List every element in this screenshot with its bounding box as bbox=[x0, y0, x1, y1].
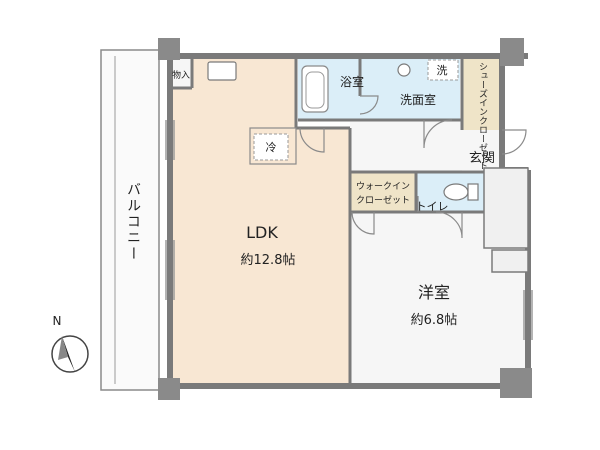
bath-door bbox=[359, 95, 379, 115]
toilet-label: トイレ bbox=[416, 200, 449, 213]
walkin-door bbox=[351, 211, 375, 235]
column-bottom-right bbox=[500, 368, 532, 398]
column-right-upper bbox=[483, 167, 529, 249]
column-bottom-left bbox=[158, 378, 180, 400]
column-top-right bbox=[500, 38, 524, 66]
kitchen-sink bbox=[207, 61, 237, 81]
washroom-door bbox=[423, 119, 453, 149]
compass-needle bbox=[62, 336, 75, 372]
column-top-left bbox=[158, 38, 180, 60]
entrance-label: 玄関 bbox=[469, 151, 495, 166]
compass: N bbox=[51, 314, 89, 373]
bathtub bbox=[301, 65, 329, 113]
shoes-floor bbox=[462, 58, 502, 130]
toilet-tank bbox=[467, 183, 479, 201]
sink-icon bbox=[397, 63, 411, 77]
walkin-floor bbox=[350, 172, 416, 212]
shoes-label: シューズインクローゼット bbox=[477, 62, 488, 170]
washroom-label: 洗面室 bbox=[400, 92, 436, 107]
column-right-lower bbox=[491, 249, 529, 273]
balcony bbox=[100, 49, 160, 391]
western-area: 約6.8帖 bbox=[411, 313, 458, 328]
ldk-floor-extension bbox=[296, 128, 350, 386]
bathtub-inner bbox=[305, 71, 325, 109]
entrance-door bbox=[501, 129, 527, 155]
balcony-label: バルコニー bbox=[125, 182, 141, 262]
ldk-label: LDK bbox=[246, 223, 278, 242]
compass-needle-tail bbox=[58, 336, 68, 360]
washer-pan bbox=[427, 59, 459, 81]
fridge-space bbox=[253, 133, 289, 161]
washer-label: 洗 bbox=[437, 64, 448, 77]
bath-label: 浴室 bbox=[340, 74, 364, 89]
storage-label: 物入 bbox=[172, 69, 190, 81]
western-door bbox=[435, 211, 463, 239]
toilet-icon bbox=[443, 183, 469, 201]
walkin-label-1: ウォークイン bbox=[356, 181, 410, 192]
compass-north-label: N bbox=[53, 314, 62, 328]
kitchen-counter-area bbox=[190, 58, 296, 128]
compass-ring bbox=[51, 335, 89, 373]
storage-floor bbox=[170, 58, 192, 88]
hall-floor bbox=[350, 120, 462, 172]
doors bbox=[299, 95, 527, 239]
kitchen-counter bbox=[249, 127, 297, 165]
western-label: 洋室 bbox=[418, 283, 450, 302]
walkin-label-2: クローゼット bbox=[356, 194, 410, 206]
windows bbox=[165, 120, 533, 340]
ldk-door bbox=[299, 127, 325, 153]
fridge-label: 冷 bbox=[266, 141, 277, 154]
ldk-area: 約12.8帖 bbox=[241, 253, 296, 268]
entrance-floor bbox=[462, 130, 502, 170]
